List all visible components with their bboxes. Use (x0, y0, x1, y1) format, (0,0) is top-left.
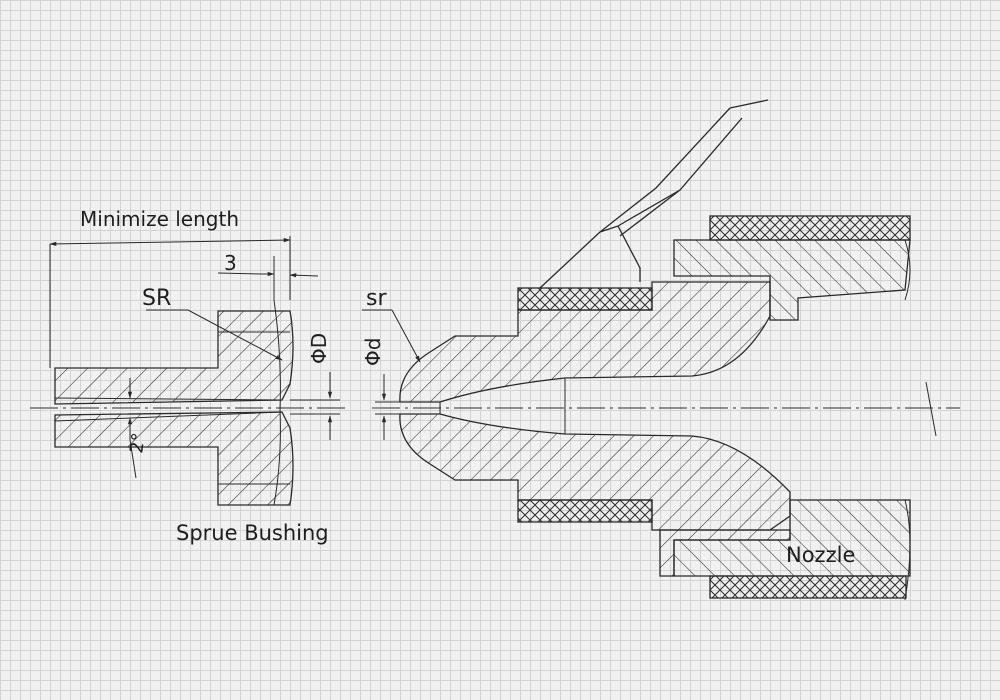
phi-d-dimension (375, 374, 400, 440)
minimize-length-dimension (49, 236, 291, 368)
nozzle-body-upper (399, 281, 771, 403)
heater-band-lower (517, 499, 653, 523)
nozzle-part (399, 99, 911, 601)
minimize-length-label: Minimize length (80, 207, 239, 231)
barrel-heater-upper (709, 215, 911, 241)
phi-d-label: Φd (361, 338, 385, 366)
dimension-3 (217, 256, 319, 300)
barrel-heater-lower (709, 575, 907, 599)
angle-2-indicator (127, 378, 137, 479)
angle-2-label: 2° (126, 432, 150, 455)
dimension-3-label: 3 (224, 251, 237, 275)
sprue-bushing-upper-half (54, 310, 294, 405)
heater-band-upper (517, 287, 653, 311)
nozzle-label: Nozzle (786, 543, 855, 567)
sr-label: SR (142, 286, 171, 311)
nozzle-body-lower (399, 413, 791, 531)
small-sr-label: sr (366, 286, 387, 311)
phi-D-dimension (290, 372, 340, 440)
sprue-bushing-label: Sprue Bushing (176, 521, 329, 545)
sprue-bushing-part (54, 299, 294, 506)
barrel-adapter-upper (673, 239, 911, 321)
sprue-bushing-lower-half (54, 411, 294, 506)
phi-D-label: ΦD (307, 333, 331, 364)
